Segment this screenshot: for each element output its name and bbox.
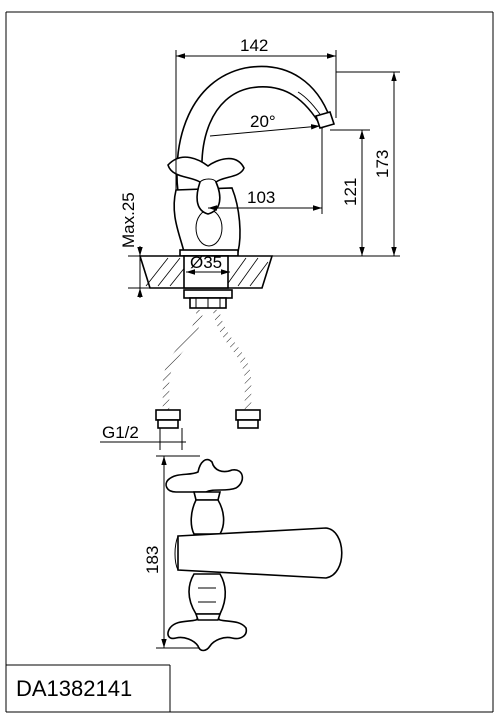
dim-spout-height: 121 — [341, 178, 360, 206]
drawing-frame — [5, 11, 494, 713]
mounting-nut — [183, 289, 233, 309]
faucet-top-view — [165, 458, 343, 652]
dim-handle-span: 183 — [143, 546, 162, 574]
handle-stem-upper — [190, 499, 225, 535]
dim-hole-diameter: Ø35 — [190, 253, 222, 272]
dim-spout-angle: 20° — [250, 112, 276, 131]
top-handle-upper — [165, 458, 244, 493]
dim-spout-reach-total: 142 — [240, 36, 268, 55]
aerator — [314, 111, 336, 129]
dim-spout-reach: 103 — [247, 188, 275, 207]
handle-span-dimension — [156, 455, 200, 649]
faucet-side-view — [167, 65, 336, 257]
handle-stem-lower — [188, 573, 227, 615]
spout-top — [177, 527, 343, 579]
dim-connection-thread: G1/2 — [102, 423, 139, 442]
dim-max-deck: Max.25 — [119, 192, 138, 248]
flexible-hoses — [155, 309, 261, 429]
dimension-lines — [100, 50, 400, 450]
dim-total-height: 173 — [373, 150, 392, 178]
model-code: DA1382141 — [16, 676, 132, 701]
